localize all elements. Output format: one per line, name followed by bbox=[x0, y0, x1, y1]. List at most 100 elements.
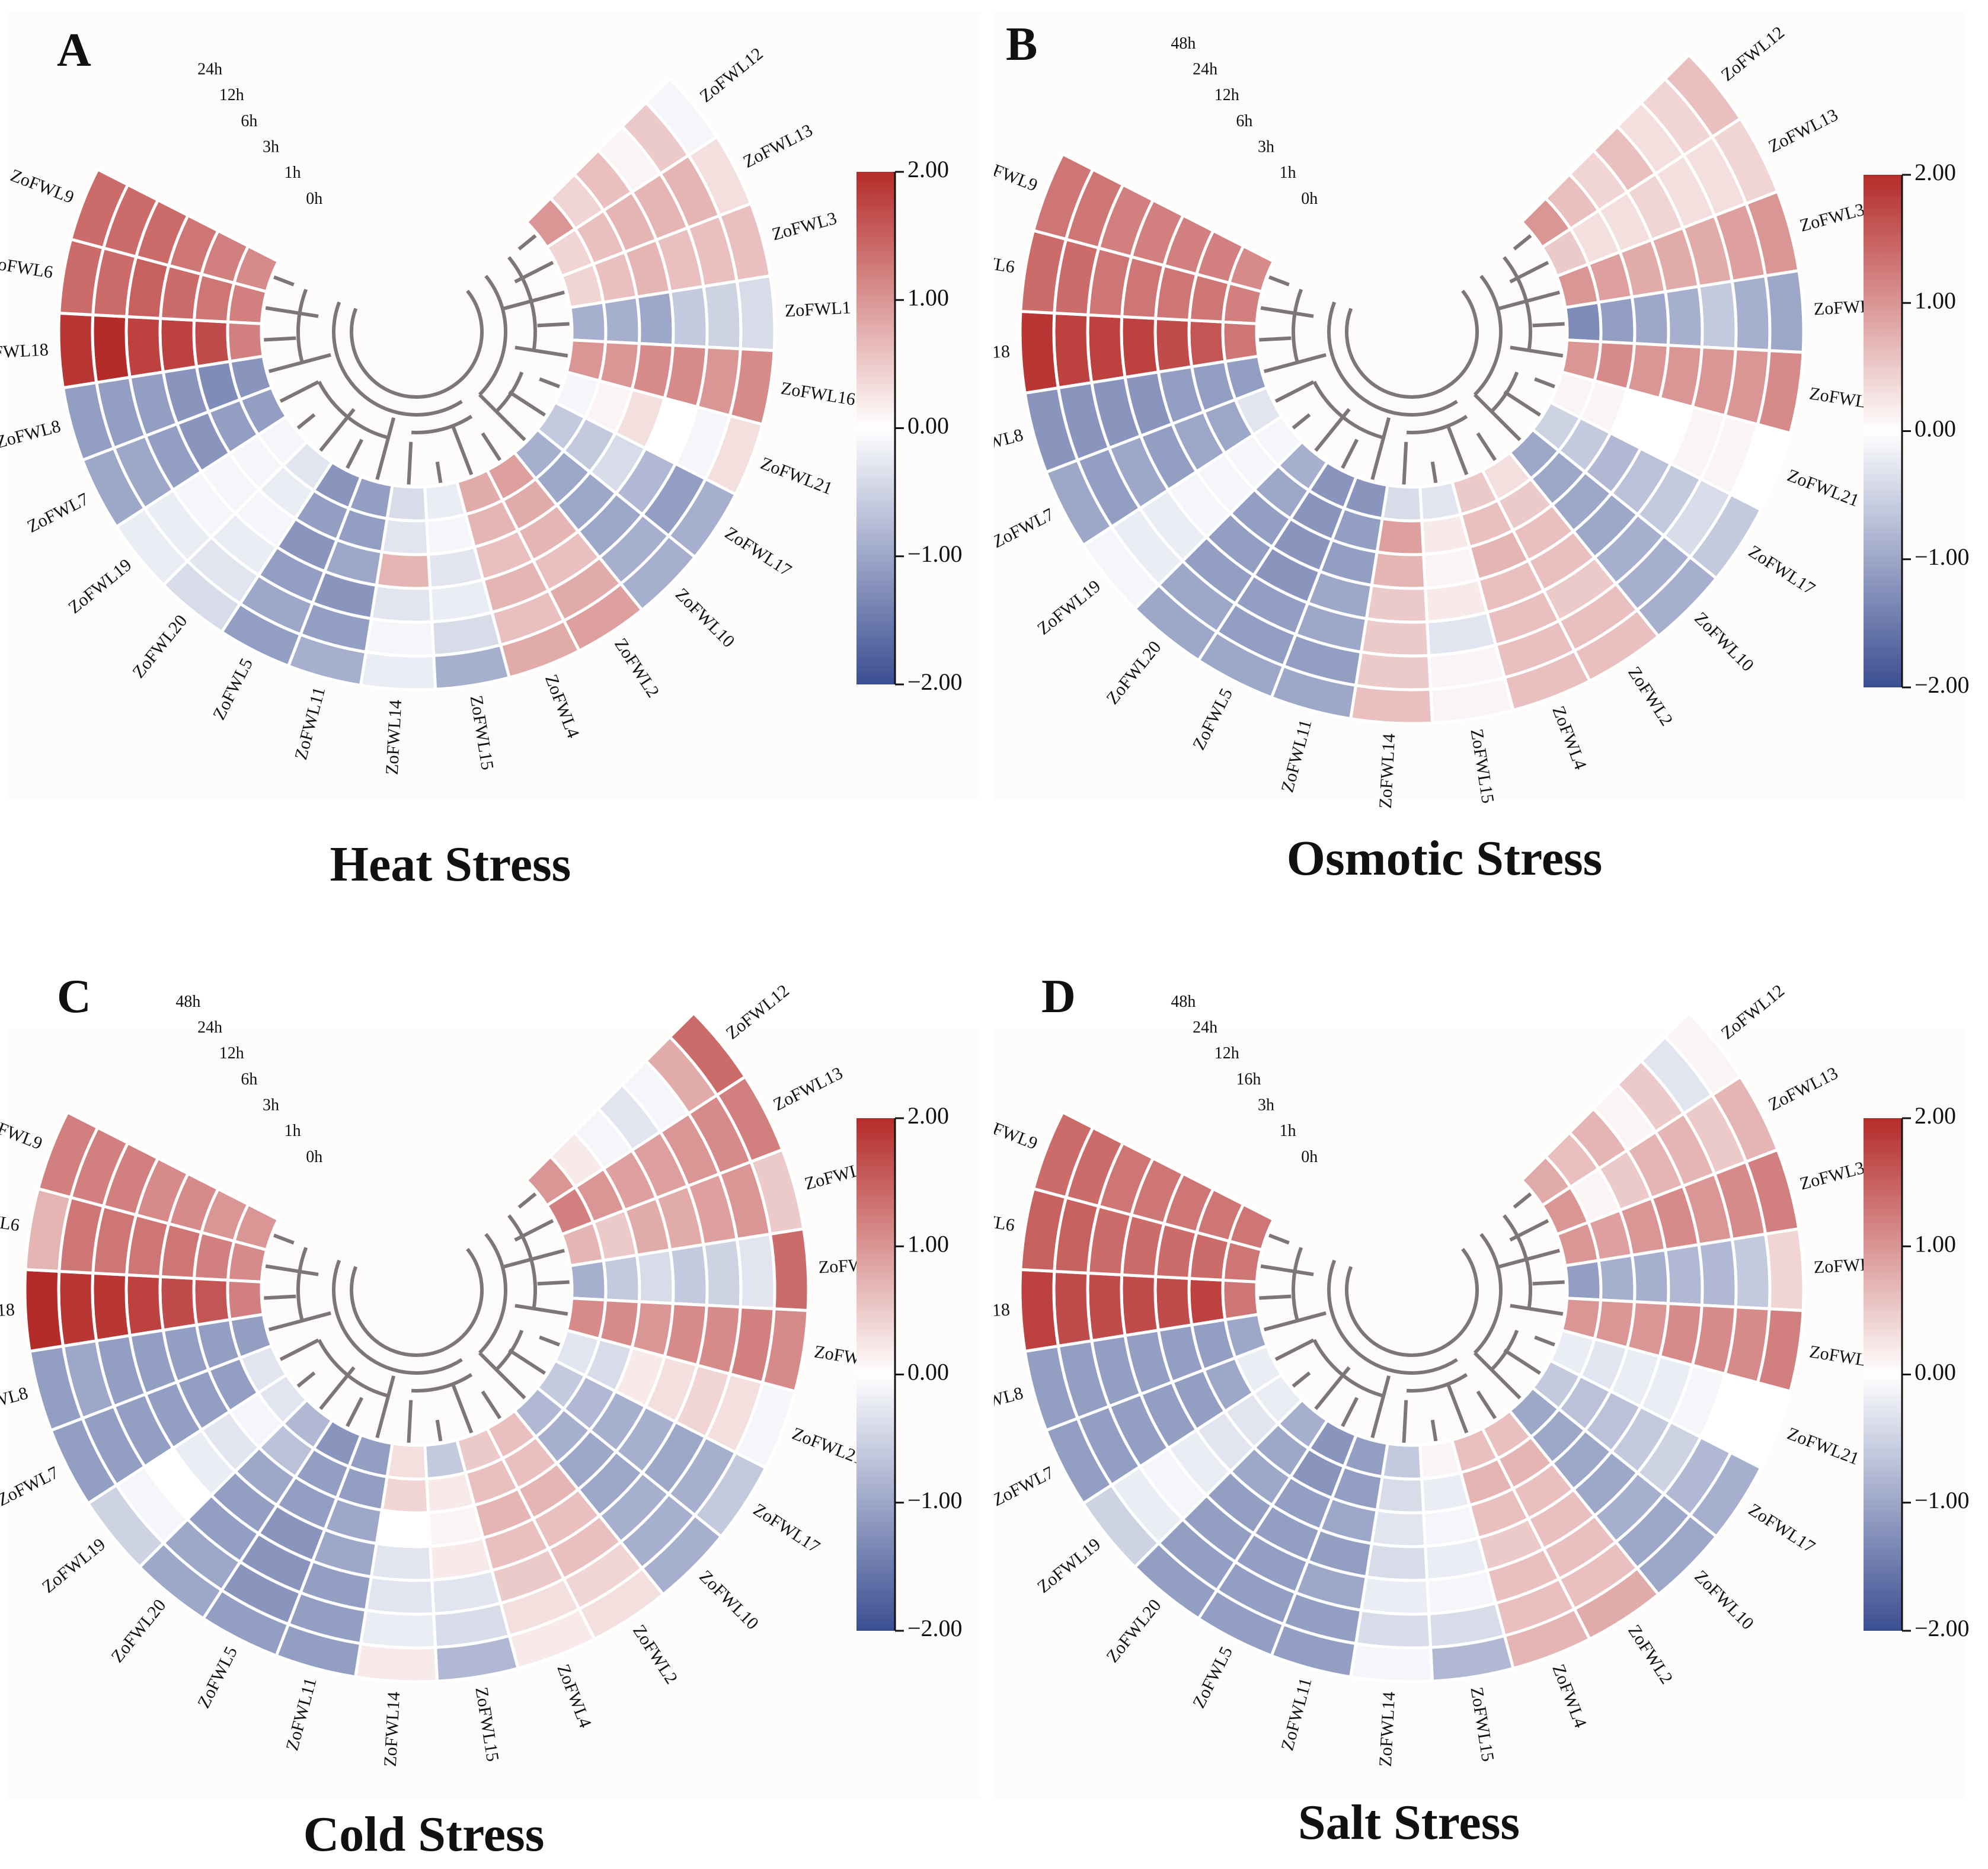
panel-d-chart: ZoFWL12ZoFWL13ZoFWL3ZoFWL1ZoFWL16ZoFWL21… bbox=[994, 981, 1970, 1767]
panel-b-letter: B bbox=[1006, 18, 1038, 71]
gene-label: ZoFWL5 bbox=[1189, 685, 1236, 753]
dendrogram-leaf bbox=[1476, 1390, 1497, 1420]
dendrogram-branch bbox=[495, 1330, 524, 1371]
time-label: 6h bbox=[241, 1070, 257, 1089]
gene-label: ZoFWL1 bbox=[784, 298, 851, 321]
dendrogram-leaf bbox=[296, 413, 316, 430]
heatmap-cell bbox=[369, 1541, 434, 1582]
dendrogram-leaf bbox=[1314, 1366, 1351, 1410]
time-label: 12h bbox=[1214, 86, 1239, 104]
gene-label: ZoFWL12 bbox=[1718, 23, 1788, 85]
dendrogram-branch bbox=[1327, 301, 1458, 417]
gene-label: ZoFWL6 bbox=[994, 1205, 1016, 1235]
dendrogram-branch bbox=[507, 1214, 537, 1309]
gene-label: ZoFWL17 bbox=[750, 1500, 823, 1557]
heatmap-cell bbox=[192, 1276, 232, 1327]
dendrogram-leaf bbox=[435, 461, 443, 484]
dendrogram-leaf bbox=[296, 1371, 316, 1388]
gene-label: ZoFWL20 bbox=[1102, 1596, 1165, 1666]
heatmap-cell bbox=[1031, 152, 1095, 241]
gene-label: ZoFWL5 bbox=[194, 1643, 241, 1711]
heatmap-cell bbox=[359, 1608, 437, 1650]
gene-label: ZoFWL8 bbox=[0, 417, 63, 453]
dendrogram-leaf bbox=[265, 1264, 319, 1276]
dendrogram bbox=[1259, 1192, 1565, 1443]
dendrogram-branch bbox=[296, 1247, 308, 1321]
gene-label: ZoFWL16 bbox=[779, 378, 856, 409]
gene-label: ZoFWL21 bbox=[790, 1423, 867, 1468]
heatmap-cell bbox=[1153, 316, 1194, 374]
gene-label: ZoFWL10 bbox=[672, 584, 739, 651]
heatmap-cell bbox=[1120, 1273, 1161, 1337]
dendrogram-leaf bbox=[1532, 1280, 1565, 1286]
heatmap-cell bbox=[1348, 683, 1434, 725]
gene-label: ZoFWL13 bbox=[740, 120, 816, 172]
heatmap-cell bbox=[375, 1508, 432, 1548]
dendrogram bbox=[264, 234, 570, 485]
dendrogram-leaf bbox=[264, 1294, 296, 1300]
dendrogram-leaf bbox=[1264, 1311, 1327, 1332]
dendrogram bbox=[1259, 234, 1565, 485]
heatmap-cell bbox=[1630, 1248, 1670, 1305]
time-label: 12h bbox=[1214, 1044, 1239, 1062]
dendrogram-leaf bbox=[502, 290, 565, 311]
heatmap-cell bbox=[1052, 311, 1094, 390]
heatmap-cell bbox=[635, 1248, 675, 1305]
heatmap-cell bbox=[375, 550, 432, 590]
dendrogram-branch bbox=[1312, 380, 1384, 440]
dendrogram-branch bbox=[1327, 1259, 1458, 1375]
dendrogram-leaf bbox=[273, 275, 295, 287]
time-label: 1h bbox=[285, 164, 301, 182]
gene-label: ZoFWL20 bbox=[129, 611, 191, 681]
gene-label: ZoFWL15 bbox=[1466, 728, 1497, 805]
colorbar-tick-label: −1.00 bbox=[907, 540, 963, 567]
dendrogram-branch bbox=[317, 380, 389, 440]
gene-label: ZoFWL11 bbox=[1277, 718, 1315, 795]
gene-label: ZoFWL6 bbox=[0, 252, 55, 282]
dendrogram-leaf bbox=[1268, 275, 1290, 287]
time-label: 24h bbox=[197, 60, 222, 79]
heatmap-cell bbox=[668, 284, 709, 349]
colorbar-tick-label: 0.00 bbox=[1915, 1359, 1956, 1385]
gene-label: ZoFWL14 bbox=[381, 1691, 404, 1767]
dendrogram-branch bbox=[1406, 415, 1468, 434]
gene-label: ZoFWL3 bbox=[770, 209, 839, 245]
dendrogram-leaf bbox=[1513, 234, 1532, 251]
dendrogram-branch bbox=[1473, 274, 1503, 396]
dendrogram-branch bbox=[478, 274, 507, 396]
gene-label: ZoFWL3 bbox=[1798, 200, 1866, 236]
heatmap-cell bbox=[1018, 309, 1060, 395]
time-label: 24h bbox=[1193, 1019, 1217, 1037]
heatmap-cell bbox=[1563, 1259, 1603, 1302]
dendrogram-leaf bbox=[508, 1348, 546, 1375]
colorbar-tick-label: −2.00 bbox=[907, 1615, 963, 1641]
dendrogram-leaf bbox=[514, 1304, 568, 1316]
dendrogram-branch bbox=[350, 289, 484, 399]
gene-label: ZoFWL5 bbox=[1189, 1643, 1236, 1711]
gene-label: ZoFWL4 bbox=[1548, 1662, 1590, 1730]
gene-label: ZoFWL13 bbox=[1765, 105, 1841, 156]
heatmap-cell bbox=[124, 315, 165, 379]
dendrogram-branch bbox=[1503, 1214, 1532, 1309]
heatmap-cell bbox=[702, 279, 743, 351]
dendrogram-leaf bbox=[1402, 441, 1408, 485]
heatmap-cell bbox=[1359, 617, 1431, 658]
dendrogram-leaf bbox=[1292, 1371, 1311, 1388]
heatmap-cell bbox=[57, 311, 98, 390]
heatmap-cells bbox=[57, 76, 776, 692]
dendrogram-leaf bbox=[1473, 393, 1522, 441]
gene-label: ZoFWL14 bbox=[382, 699, 406, 775]
colorbar bbox=[1864, 1118, 1902, 1631]
colorbar-tick-label: −2.00 bbox=[907, 668, 963, 695]
dendrogram-leaf bbox=[407, 441, 413, 485]
dendrogram-branch bbox=[1406, 1373, 1468, 1393]
gene-label: ZoFWL6 bbox=[994, 247, 1016, 277]
heatmap-cell bbox=[1153, 1275, 1194, 1332]
gene-label: ZoFWL17 bbox=[1745, 1500, 1818, 1557]
gene-label: ZoFWL8 bbox=[994, 1383, 1025, 1419]
gene-label: ZoFWL20 bbox=[107, 1596, 170, 1666]
dendrogram-branch bbox=[332, 301, 463, 417]
dendrogram-branch bbox=[1473, 1233, 1503, 1355]
dendrogram-leaf bbox=[1341, 1397, 1359, 1428]
